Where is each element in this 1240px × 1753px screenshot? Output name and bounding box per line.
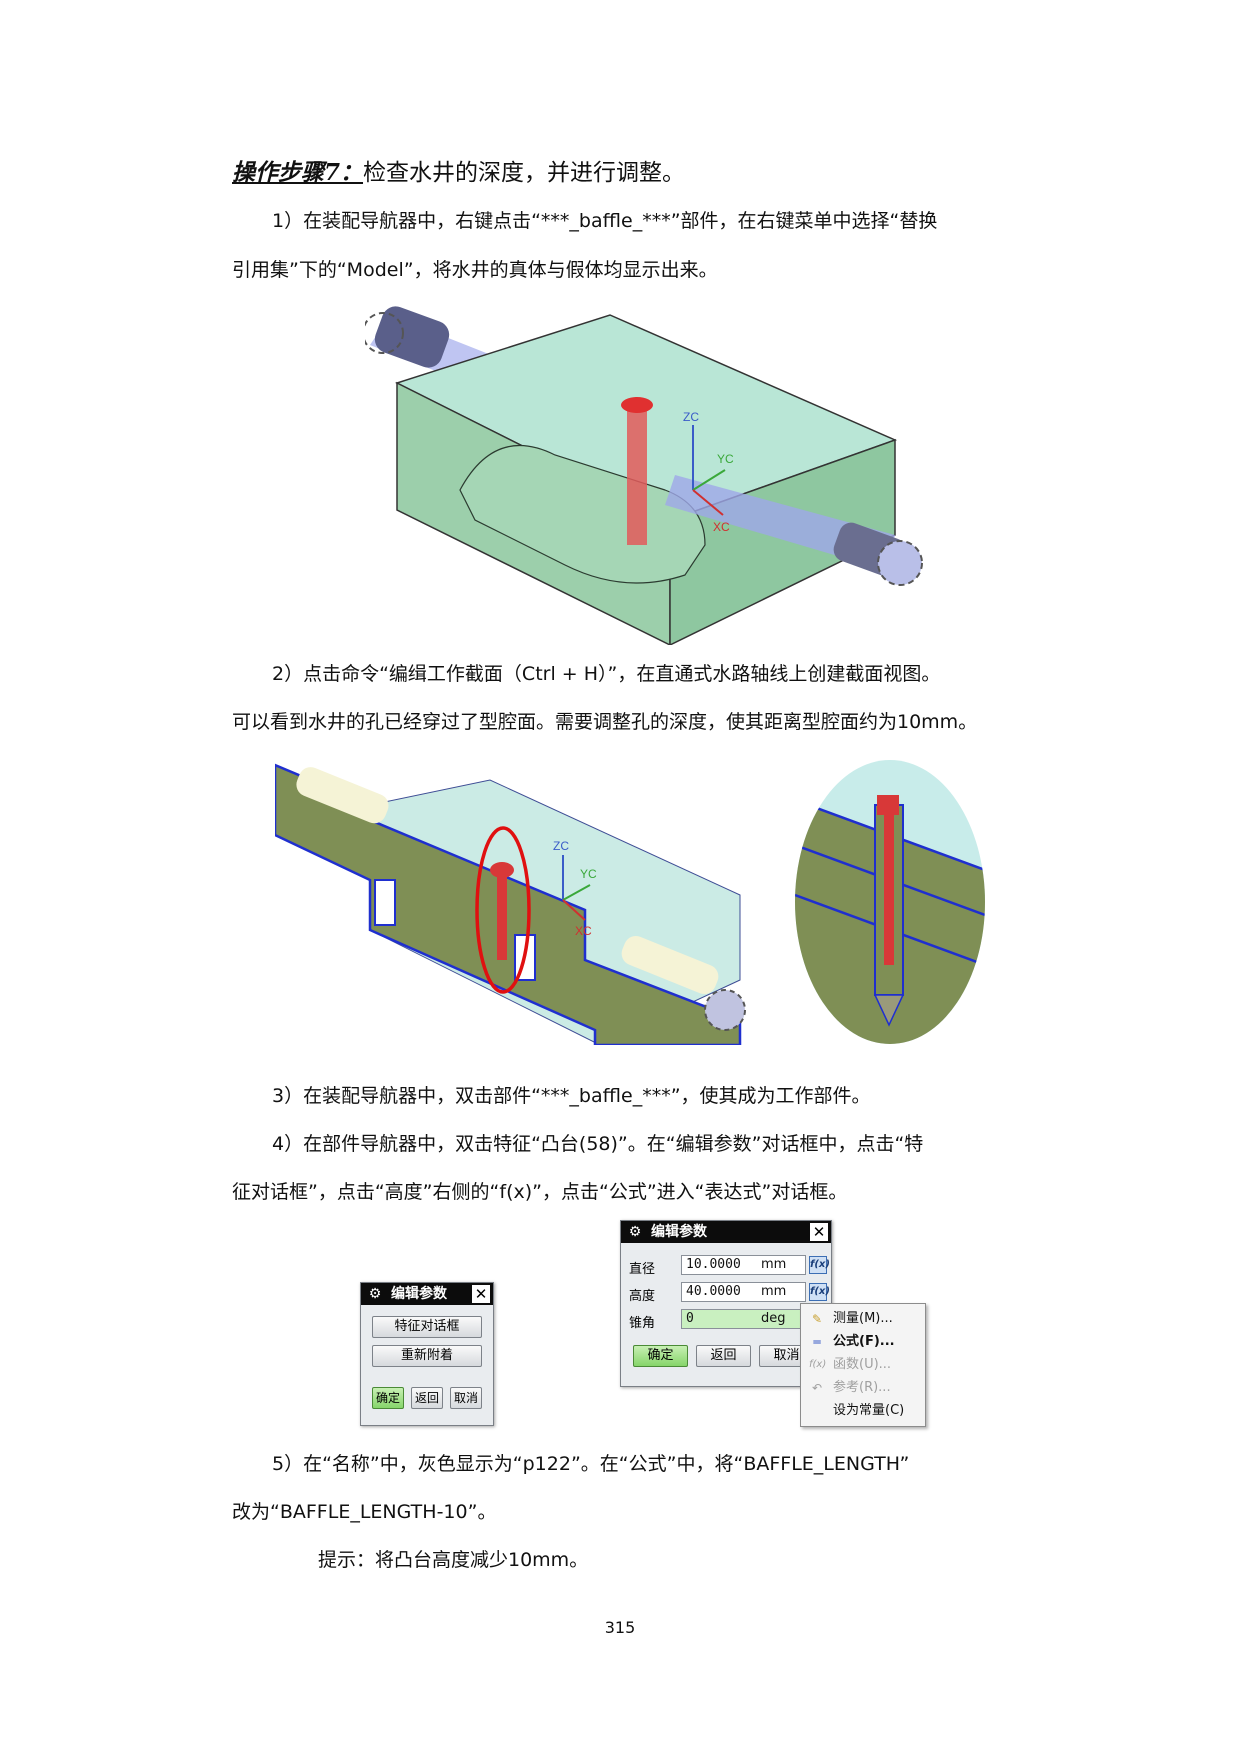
step-title: 检查水井的深度，并进行调整。 (363, 160, 686, 186)
axis-x-line (562, 899, 586, 921)
paragraph-4-line-2: 征对话框”，点击“高度”右侧的“f(x)”，点击“公式”进入“表达式”对话框。 (232, 1181, 848, 1203)
paragraph-3-line-1: 3）在装配导航器中，双击部件“***_baffle_***”，使其成为工作部件。 (272, 1085, 871, 1107)
zoom-baffle-head (877, 795, 899, 815)
cavity-shape (459, 444, 706, 584)
cancel-button[interactable]: 取消 (450, 1387, 482, 1409)
height-field[interactable]: 40.0000 (681, 1282, 806, 1302)
connector-left (374, 306, 450, 368)
menu-item-label: 参考(R)... (833, 1380, 891, 1395)
axis-zc-label: ZC (683, 410, 699, 424)
reference-icon: ↶ (811, 1381, 823, 1395)
diameter-label: 直径 (629, 1262, 656, 1277)
paragraph-4-line-1: 4）在部件导航器中，双击特征“凸台(58)”。在“编辑参数”对话框中，点击“特 (272, 1133, 924, 1155)
step-label: 操作步骤7： (232, 159, 364, 186)
connector-ring-left (365, 312, 404, 354)
dialog-title: 编辑参数 (651, 1224, 707, 1240)
menu-item-label: 公式(F)... (833, 1334, 895, 1349)
dialog-titlebar: ⚙ 编辑参数 ✕ (621, 1221, 831, 1243)
paragraph-2-line-2: 可以看到水井的孔已经穿过了型腔面。需要调整孔的深度，使其距离型腔面约为10mm。 (232, 711, 978, 733)
page-number: 315 (604, 1618, 636, 1637)
axis-y-line (562, 884, 591, 901)
baffle-body (627, 405, 647, 545)
menu-item-reference[interactable]: ↶ 参考(R)... (801, 1377, 925, 1399)
edit-params-dialog-small: ⚙ 编辑参数 ✕ 特征对话框 重新附着 确定 返回 取消 (360, 1282, 494, 1426)
pipe-bore-right (621, 935, 719, 995)
feature-dialog-button[interactable]: 特征对话框 (372, 1316, 482, 1338)
axis-yc-label: YC (580, 867, 597, 881)
diameter-fx-button[interactable]: f(x) (809, 1256, 830, 1274)
taper-angle-label: 锥角 (629, 1316, 656, 1331)
figure-1-mold-3d-view: ZC YC XC (365, 306, 923, 645)
pipe-bore-left (296, 767, 389, 824)
menu-item-label: 设为常量(C) (833, 1403, 905, 1418)
taper-angle-value: 0 (686, 1311, 694, 1326)
hint-text: 提示：将凸台高度减少10mm。 (318, 1549, 589, 1571)
reattach-button[interactable]: 重新附着 (372, 1345, 482, 1367)
ok-button[interactable]: 确定 (633, 1345, 688, 1367)
step-heading: 操作步骤7：检查水井的深度，并进行调整。 (232, 158, 685, 188)
diameter-unit: mm (761, 1257, 787, 1272)
connector-ring-right (704, 989, 746, 1031)
menu-item-formula[interactable]: ═ 公式(F)... (801, 1331, 925, 1353)
menu-item-measure[interactable]: ✎ 测量(M)... (801, 1308, 925, 1330)
figure-2-section-view: ZC YC XC (275, 763, 746, 1045)
dialog-titlebar: ⚙ 编辑参数 ✕ (361, 1283, 493, 1305)
connector-ring-right (877, 540, 923, 586)
zoom-drill-tip (873, 994, 905, 1027)
menu-item-label: 函数(U)... (833, 1357, 892, 1372)
paragraph-5-line-1: 5）在“名称”中，灰色显示为“p122”。在“公式”中，将“BAFFLE_LEN… (272, 1453, 910, 1475)
ruler-icon: ✎ (811, 1312, 823, 1326)
height-label: 高度 (629, 1289, 656, 1304)
menu-item-set-constant[interactable]: 设为常量(C) (801, 1400, 925, 1422)
baffle-head (490, 862, 514, 878)
close-icon[interactable]: ✕ (810, 1223, 828, 1241)
figure-2-zoom-detail (795, 760, 985, 1044)
menu-item-label: 测量(M)... (833, 1311, 893, 1326)
axis-x-line (692, 489, 724, 516)
dialog-title: 编辑参数 (391, 1286, 447, 1302)
equals-icon: ═ (813, 1335, 821, 1349)
paragraph-5-line-2: 改为“BAFFLE_LENGTH-10”。 (232, 1501, 497, 1523)
baffle-hole (497, 865, 507, 960)
close-icon[interactable]: ✕ (472, 1285, 490, 1303)
height-value: 40.0000 (686, 1284, 741, 1299)
edit-params-dialog: ⚙ 编辑参数 ✕ 直径 10.0000 mm f(x) 高度 40.0000 m… (620, 1220, 832, 1387)
taper-angle-unit: deg (761, 1311, 786, 1326)
height-unit: mm (761, 1284, 787, 1299)
axis-zc-label: ZC (553, 839, 569, 853)
axis-xc-label: XC (575, 924, 592, 938)
axis-y-line (692, 469, 726, 491)
menu-item-function[interactable]: f(x) 函数(U)... (801, 1354, 925, 1376)
section-slot-1 (374, 879, 396, 926)
fx-context-menu: ✎ 测量(M)... ═ 公式(F)... f(x) 函数(U)... ↶ 参考… (800, 1303, 926, 1427)
paragraph-1-line-2: 引用集”下的“Model”，将水井的真体与假体均显示出来。 (232, 259, 718, 281)
gear-icon[interactable]: ⚙ (368, 1286, 382, 1302)
axis-yc-label: YC (717, 452, 734, 466)
height-fx-button[interactable]: f(x) (809, 1283, 830, 1301)
highlight-ellipse (475, 826, 531, 994)
gear-icon[interactable]: ⚙ (628, 1224, 642, 1240)
diameter-field[interactable]: 10.0000 (681, 1255, 806, 1275)
function-icon: f(x) (809, 1359, 827, 1370)
back-button[interactable]: 返回 (696, 1345, 751, 1367)
baffle-head (621, 397, 653, 413)
taper-angle-field[interactable]: 0 (681, 1309, 806, 1329)
axis-xc-label: XC (713, 520, 730, 534)
diameter-value: 10.0000 (686, 1257, 741, 1272)
paragraph-1-line-1: 1）在装配导航器中，右键点击“***_baffle_***”部件，在右键菜单中选… (272, 210, 938, 232)
back-button[interactable]: 返回 (411, 1387, 443, 1409)
paragraph-2-line-1: 2）点击命令“编缉工作截面（Ctrl + H）”，在直通式水路轴线上创建截面视图… (272, 663, 941, 685)
ok-button[interactable]: 确定 (372, 1387, 404, 1409)
zoom-baffle (884, 815, 894, 965)
